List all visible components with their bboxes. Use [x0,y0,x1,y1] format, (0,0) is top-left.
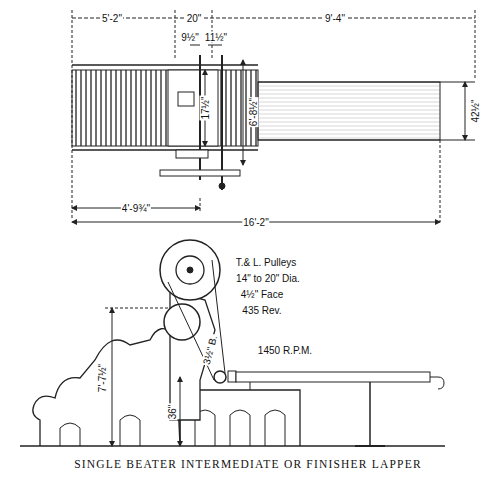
dimension-label: 42½" [470,98,481,123]
figure-caption: SINGLE BEATER INTERMEDIATE OR FINISHER L… [0,458,496,470]
dimension-label: 7'-7½" [97,363,108,393]
note-label: 4½" Face [240,289,284,300]
dimension-label: 20" [186,13,203,24]
note-label: T.& L. Pulleys [235,257,298,268]
dimension-label: 16'-2" [242,217,269,228]
dimension-label: 5'-2" [101,13,123,24]
dimension-label: 11½" [204,32,228,43]
dimension-label: 4'-9¾" [121,203,151,214]
note-label: 1450 R.P.M. [257,345,313,356]
dimension-label: 6'-8½" [248,97,259,127]
note-label: 14" to 20" Dia. [235,273,301,284]
dimension-label: 9'-4" [324,13,346,24]
dimension-label: 36" [167,404,178,421]
note-label: 435 Rev. [241,305,282,316]
dimension-label: 17½" [200,95,211,120]
dimension-label: 9½" [180,32,199,43]
